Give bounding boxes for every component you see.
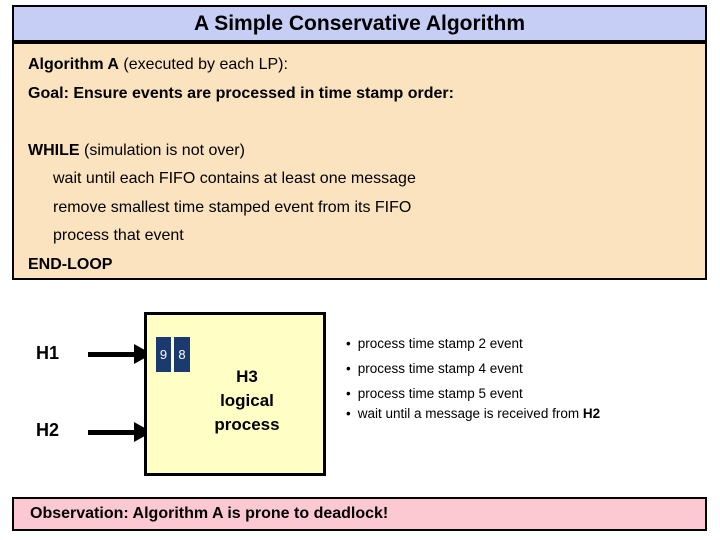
event-log-text: wait until a message is received from — [357, 406, 583, 421]
while-line: WHILE (simulation is not over) — [28, 137, 695, 166]
bullet-icon: • — [346, 386, 351, 401]
host-h2-label: H2 — [36, 420, 60, 440]
observation-text: Observation: Algorithm A is prone to dea… — [30, 505, 389, 522]
algorithm-step: process that event — [53, 227, 184, 244]
bullet-icon: • — [346, 406, 351, 421]
algorithm-step: wait until each FIFO contains at least o… — [53, 170, 416, 187]
process-box-line: logical — [220, 391, 274, 410]
event-log-text: process time stamp 4 event — [357, 361, 523, 376]
event-log-text: process time stamp 2 event — [357, 336, 523, 351]
process-box-line: H3 — [236, 367, 258, 386]
algorithm-heading: Algorithm A (executed by each LP): — [28, 51, 695, 80]
slide-title-bar: A Simple Conservative Algorithm — [12, 5, 707, 42]
fifo-message-cell: 8 — [174, 337, 190, 372]
fifo-message-cell: 9 — [156, 337, 171, 372]
host-h1-label: H1 — [36, 343, 60, 363]
algorithm-step: remove smallest time stamped event from … — [53, 198, 412, 216]
algorithm-goal: Goal: Ensure events are processed in tim… — [28, 84, 454, 102]
arrow-shaft — [88, 352, 135, 357]
spacer-line — [28, 108, 695, 137]
event-log-item: • process time stamp 2 event — [346, 336, 523, 351]
while-condition: (simulation is not over) — [79, 141, 245, 159]
while-keyword: WHILE — [28, 141, 80, 159]
algorithm-panel: Algorithm A (executed by each LP): Goal:… — [12, 42, 707, 280]
end-loop-keyword: END-LOOP — [28, 255, 113, 273]
slide-title: A Simple Conservative Algorithm — [193, 11, 526, 35]
event-log-item: • wait until a message is received from H… — [346, 406, 600, 421]
algorithm-heading-name: Algorithm A — [28, 56, 119, 73]
arrow-shaft — [88, 430, 135, 435]
bullet-icon: • — [346, 336, 351, 351]
observation-bar: Observation: Algorithm A is prone to dea… — [12, 497, 707, 531]
h1-to-h3-arrow-icon — [88, 344, 152, 364]
h2-to-h3-arrow-icon — [88, 422, 152, 442]
event-log-item: • process time stamp 5 event — [346, 386, 523, 401]
event-log-item: • process time stamp 4 event — [346, 361, 523, 376]
h3-logical-process-box: H3 logical process — [144, 312, 326, 476]
event-log-bold: H2 — [582, 406, 601, 421]
event-log-text: process time stamp 5 event — [357, 386, 523, 401]
bullet-icon: • — [346, 361, 351, 376]
algorithm-heading-rest: (executed by each LP): — [118, 56, 288, 73]
process-box-line: process — [214, 415, 280, 434]
